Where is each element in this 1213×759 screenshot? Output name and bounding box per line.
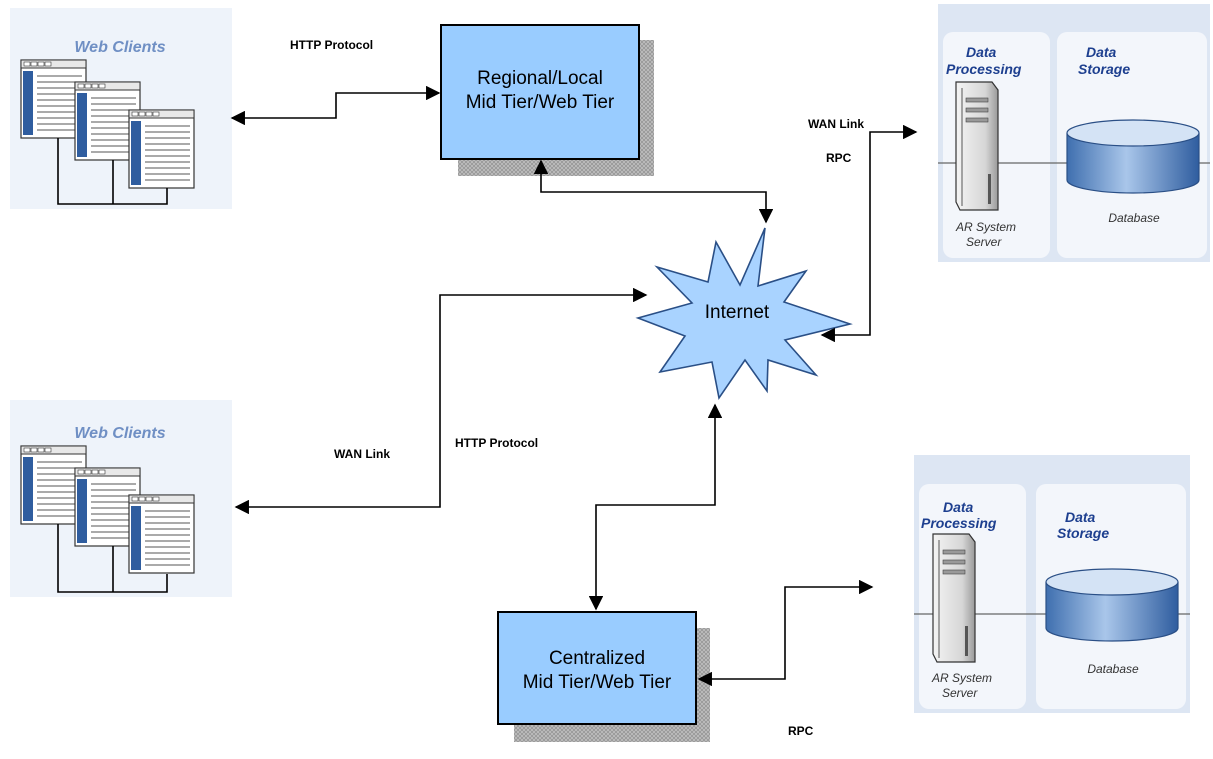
- connector-internet-to-server-top: [820, 124, 918, 343]
- data-processing-title-2: Processing: [921, 515, 997, 531]
- web-clients-bottom: Web Clients: [10, 400, 232, 597]
- internet-label: Internet: [705, 302, 770, 323]
- client-network-lines: [57, 138, 168, 205]
- database-caption: Database: [1108, 211, 1160, 225]
- server-icon: [955, 81, 999, 211]
- data-storage-title-1: Data: [1065, 509, 1096, 525]
- regional-mid-tier-line1: Regional/Local: [477, 68, 603, 89]
- database-icon: [1066, 119, 1200, 194]
- server-panel-top: Data Processing Data Storage AR System S…: [938, 4, 1210, 262]
- web-clients-top-title: Web Clients: [74, 39, 165, 56]
- server-panel-bottom: Data Processing Data Storage AR System S…: [914, 455, 1190, 713]
- rpc-label-bottom: RPC: [788, 724, 814, 738]
- internet-burst-shape: [635, 227, 853, 401]
- centralized-mid-tier-line1: Centralized: [549, 648, 645, 669]
- connector-webclients-bottom-to-internet: [234, 287, 648, 515]
- centralized-mid-tier-box: [497, 611, 697, 725]
- regional-mid-tier-box: [440, 24, 640, 160]
- internet-node: Internet: [635, 227, 853, 401]
- client-network-lines: [57, 524, 168, 593]
- data-processing-title-2: Processing: [946, 61, 1022, 77]
- client-window-icon: [128, 109, 195, 189]
- data-processing-title-1: Data: [943, 499, 974, 515]
- regional-mid-tier-line2: Mid Tier/Web Tier: [466, 92, 615, 113]
- wan-link-label-bottom: WAN Link: [334, 447, 390, 461]
- connector-webclients-top-to-regional: [230, 85, 441, 126]
- http-protocol-label-bottom: HTTP Protocol: [455, 436, 538, 450]
- ar-system-caption-2: Server: [942, 686, 978, 700]
- server-icon: [932, 533, 976, 663]
- data-storage-title-1: Data: [1086, 44, 1117, 60]
- centralized-mid-tier-node: Centralized Mid Tier/Web Tier: [497, 611, 710, 742]
- web-clients-top: Web Clients: [10, 8, 232, 209]
- web-clients-bottom-title: Web Clients: [74, 425, 165, 442]
- data-storage-title-2: Storage: [1078, 61, 1130, 77]
- ar-system-caption-2: Server: [966, 235, 1002, 249]
- connector-regional-to-internet: [533, 159, 774, 224]
- ar-system-caption-1: AR System: [955, 220, 1016, 234]
- rpc-label-top: RPC: [826, 151, 852, 165]
- client-window-icon: [128, 494, 195, 574]
- wan-link-label-top: WAN Link: [808, 117, 864, 131]
- connector-centralized-to-server-bottom: [697, 579, 874, 687]
- data-storage-title-2: Storage: [1057, 525, 1109, 541]
- centralized-mid-tier-line2: Mid Tier/Web Tier: [523, 672, 672, 693]
- data-processing-title-1: Data: [966, 44, 997, 60]
- http-protocol-label-top: HTTP Protocol: [290, 38, 373, 52]
- database-caption: Database: [1087, 662, 1139, 676]
- database-icon: [1045, 568, 1179, 642]
- regional-mid-tier-node: Regional/Local Mid Tier/Web Tier: [440, 24, 654, 176]
- ar-system-caption-1: AR System: [931, 671, 992, 685]
- connector-internet-to-centralized: [588, 403, 723, 611]
